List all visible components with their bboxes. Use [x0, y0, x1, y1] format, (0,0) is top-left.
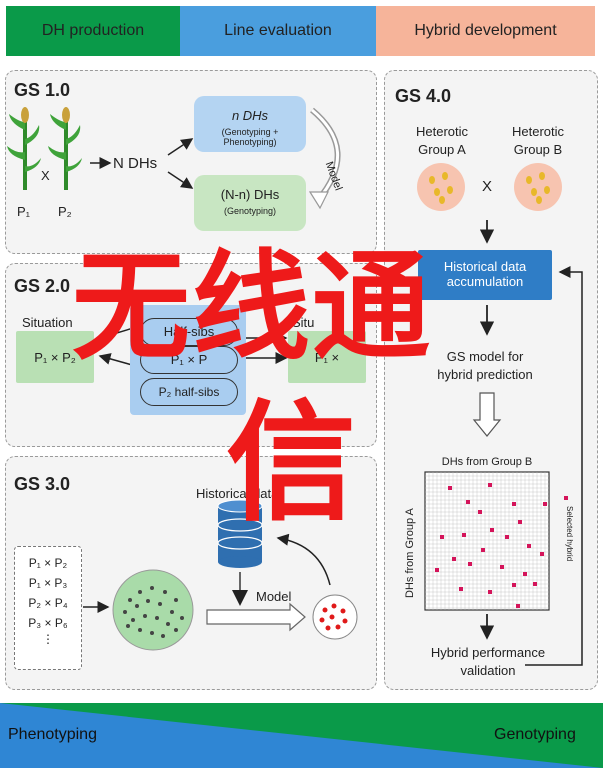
- selected-hybrid-marker: [505, 535, 509, 539]
- cross-item: ⋮: [42, 632, 54, 646]
- watermark-line2: 信: [226, 387, 357, 539]
- header-dh-label: DH production: [41, 22, 145, 39]
- cross-item: P₁ × P₃: [28, 576, 68, 590]
- hist-box-line2: accumulation: [446, 274, 524, 289]
- selected-hybrid-marker: [468, 562, 472, 566]
- cross-item: P₃ × P₆: [28, 616, 68, 630]
- historical-accumulation-box: Historical data accumulation: [418, 250, 552, 300]
- selected-hybrid-marker: [466, 500, 470, 504]
- gs-model-line1: GS model for: [446, 349, 524, 364]
- population-circle-icon: [112, 569, 194, 651]
- half-sibs-bottom-oval: P₂ half-sibs: [140, 378, 238, 406]
- maize-plant-icon-1: [7, 107, 41, 190]
- left-cross-label: P₁ × P₂: [34, 350, 76, 365]
- maize-plant-icon-2: [48, 107, 82, 190]
- grid-top-label: DHs from Group B: [441, 456, 533, 468]
- selected-hybrid-marker: [435, 568, 439, 572]
- half-sibs-bottom-label: P₂ half-sibs: [158, 385, 220, 399]
- test-population-box: (N-n) DHs (Genotyping): [194, 175, 306, 231]
- selected-hybrid-marker: [527, 544, 531, 548]
- selected-hybrid-marker: [452, 557, 456, 561]
- half-sibs-top-label: Half-sibs: [163, 324, 215, 339]
- half-sibs-top-oval: Half-sibs: [140, 318, 238, 346]
- mid-cross-oval: P₁ × P: [140, 346, 238, 374]
- gs3-model-label: Model: [256, 589, 292, 604]
- header-hybrid-label: Hybrid development: [414, 22, 557, 39]
- right-cross-label: P₁ ×: [314, 350, 340, 365]
- bottom-band: [0, 703, 603, 768]
- selected-hybrid-marker: [518, 520, 522, 524]
- gs-model-line2: hybrid prediction: [437, 367, 533, 382]
- selected-hybrid-marker: [512, 502, 516, 506]
- test-main-label: (N-n) DHs: [220, 187, 280, 202]
- mid-cross-label: P₁ × P: [170, 352, 208, 367]
- training-main-label: n DHs: [231, 108, 269, 123]
- selected-hybrid-marker: [490, 528, 494, 532]
- selected-hybrid-marker: [512, 583, 516, 587]
- watermark-line1: 无线通: [72, 238, 433, 376]
- selected-hybrid-marker: [488, 590, 492, 594]
- gs2-title: GS 2.0: [14, 276, 71, 296]
- selected-hybrid-marker: [488, 483, 492, 487]
- gs-model-label: GS model for hybrid prediction: [418, 348, 552, 384]
- gs1-title: GS 1.0: [14, 80, 71, 100]
- selected-hybrid-marker: [481, 548, 485, 552]
- header-line-evaluation: Line evaluation: [180, 6, 376, 56]
- group-b-line2: Group B: [513, 142, 563, 157]
- database-icon: [217, 499, 263, 568]
- grid-left-label: DHs from Group A: [404, 508, 416, 598]
- selected-hybrid-marker: [533, 582, 537, 586]
- gs3-title: GS 3.0: [14, 474, 71, 494]
- group-b-line1: Heterotic: [511, 124, 565, 139]
- selected-hybrid-marker: [462, 533, 466, 537]
- historical-data-label: Historical data: [196, 486, 279, 501]
- selected-hybrid-marker: [448, 486, 452, 490]
- hybrid-grid: [424, 471, 550, 611]
- gs4-cross-symbol: X: [482, 178, 493, 195]
- group-a-line1: Heterotic: [415, 124, 469, 139]
- n-dhs-text: N DHs: [113, 155, 158, 172]
- hybrid-performance-label: Hybrid performance validation: [408, 644, 568, 680]
- group-a-line2: Group A: [418, 142, 466, 157]
- selected-hybrid-marker: [440, 535, 444, 539]
- situation-left-label: Situation: [22, 315, 73, 330]
- situation-right-label: Situ: [292, 315, 315, 330]
- test-sub-label: (Genotyping): [223, 206, 277, 216]
- group-a-kernels-icon: [417, 163, 465, 211]
- group-b-kernels-icon: [514, 163, 562, 211]
- hist-box-line1: Historical data: [443, 259, 527, 274]
- right-cross-box: P₁ ×: [288, 331, 366, 383]
- group-a-label: Heterotic Group A: [404, 123, 480, 159]
- selected-circle-icon: [312, 594, 358, 640]
- phenotyping-label: Phenotyping: [8, 726, 97, 743]
- training-sub-label: (Genotyping + Phenotyping): [221, 127, 279, 147]
- header-hybrid-development: Hybrid development: [376, 6, 595, 56]
- cross-symbol: X: [41, 168, 50, 183]
- cross-item: P₂ × P₄: [28, 596, 68, 610]
- gs4-title: GS 4.0: [395, 86, 452, 106]
- perf-line2: validation: [460, 663, 516, 678]
- training-population-box: n DHs (Genotyping + Phenotyping): [194, 96, 306, 152]
- selected-hybrid-marker: [500, 565, 504, 569]
- header-dh-production: DH production: [6, 6, 180, 56]
- group-b-label: Heterotic Group B: [500, 123, 576, 159]
- crosses-list: P₁ × P₂ P₁ × P₃ P₂ × P₄ P₃ × P₆ ⋮: [14, 546, 82, 670]
- cross-item: P₁ × P₂: [28, 556, 68, 570]
- n-dhs-label: N DHs: [113, 155, 157, 172]
- selected-hybrid-marker: [516, 604, 520, 608]
- grid-legend-label: Selected hybrid: [565, 506, 574, 562]
- selected-hybrid-marker: [540, 552, 544, 556]
- selected-hybrid-marker: [459, 587, 463, 591]
- header-line-label: Line evaluation: [224, 22, 332, 39]
- selected-hybrid-marker: [543, 502, 547, 506]
- left-cross-box: P₁ × P₂: [16, 331, 94, 383]
- selected-hybrid-marker: [523, 572, 527, 576]
- parent-p1-label: P₁: [17, 204, 31, 219]
- selected-hybrid-marker: [478, 510, 482, 514]
- parent-p2-label: P₂: [58, 204, 72, 219]
- perf-line1: Hybrid performance: [430, 645, 546, 660]
- genotyping-label: Genotyping: [494, 726, 576, 743]
